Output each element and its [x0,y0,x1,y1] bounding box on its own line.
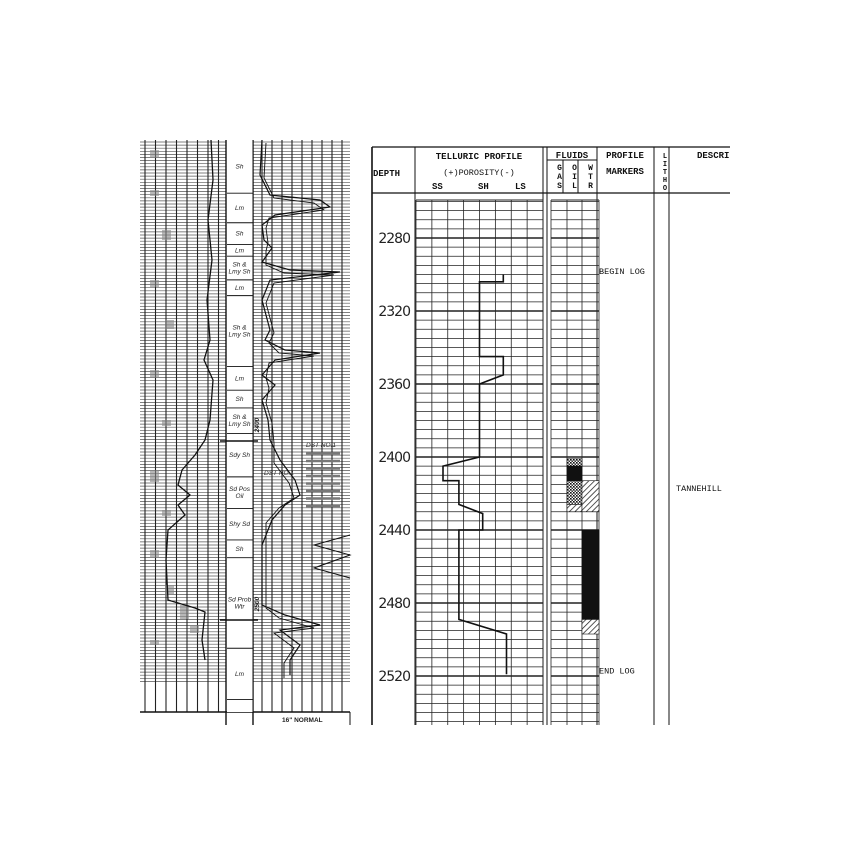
depth-tick-label: 2280 [378,231,410,247]
lithology-label: Sh [236,546,244,553]
header-oil: OIL [570,164,579,191]
header-telluric-title: TELLURIC PROFILE [436,152,523,162]
dst-annotation: DST NO.1 [306,442,336,449]
log-footer-label: 16" NORMAL [282,717,323,724]
header-wtr: WTR [586,164,595,191]
lithology-label: Lm [235,375,245,382]
log-shading-block [150,370,159,378]
log-shading-block [162,230,171,240]
oil-interval-solid [566,465,583,482]
log-shading-block [162,510,171,516]
header-ss: SS [432,182,443,192]
lithology-label: Sh [236,164,244,171]
log-shading-block [190,625,199,633]
depth-tick-label: 2400 [378,450,410,466]
header-profile: PROFILE [606,151,644,161]
lithology-label: Sh &Lmy Sh [228,262,250,276]
lithology-label: Lm [235,247,245,254]
oil-interval-hatch [566,504,583,513]
lithology-label: Sh &Lmy Sh [228,325,250,339]
depth-mark: 2500 [254,596,261,612]
log-shading-block [162,420,171,426]
log-shading-block [165,585,174,595]
profile-marker-label: BEGIN LOG [599,267,645,277]
normal-curve [263,142,335,678]
oil-interval-crosshatch [566,458,583,467]
log-shading-block [150,190,159,196]
log-shading-block [180,605,189,619]
log-shading-block [150,280,159,287]
dst-annotation-2: DST NO.1 [264,470,294,477]
header-description: DESCRI [697,151,729,161]
lithology-label: Shy Sd [229,521,250,528]
log-shading-block [150,550,159,558]
lithology-label: Lm [235,671,245,678]
header-fluids: FLUIDS [556,151,589,161]
sp-curve [165,139,214,661]
header-gas: GAS [555,164,564,191]
lithology-label: Lm [235,285,245,292]
header-litho: LITHO [661,153,669,193]
telluric-profile-line [442,274,508,675]
formation-label: TANNEHILL [676,484,722,494]
lithology-label: Sdy Sh [229,452,250,459]
column-header: DEPTH TELLURIC PROFILE (+)POROSITY(-) SS… [373,151,729,192]
depth-mark: 2400 [254,417,261,433]
depth-tick-label: 2480 [378,596,410,612]
wtr-interval-hatch [581,619,600,635]
long-normal-curve [312,534,352,579]
wtr-interval-solid [581,529,600,620]
depth-tick-label: 2440 [378,523,410,539]
depth-tick-label: 2320 [378,304,410,320]
lithology-label: Sh [236,231,244,238]
wtr-interval-hatch [581,480,600,513]
depth-tick-label: 2520 [378,669,410,685]
header-depth: DEPTH [373,169,400,179]
lithology-label: Sh [236,396,244,403]
lithology-label: Lm [235,205,245,212]
oil-interval-crosshatch [566,480,583,505]
log-shading-block [150,640,159,645]
lithology-label: Sh &Lmy Sh [228,414,250,428]
log-shading-block [150,470,159,482]
log-shading-block [165,320,174,329]
header-sh: SH [478,182,489,192]
header-porosity: (+)POROSITY(-) [443,168,514,178]
profile-marker-label: END LOG [599,667,635,677]
telluric-log-chart: 2280 2320 2360 2400 2440 2480 2520 BEGIN LOG END… [371,146,730,725]
header-markers: MARKERS [606,167,644,177]
header-ls: LS [515,182,526,192]
log-shading-block [150,150,159,158]
depth-tick-label: 2360 [378,377,410,393]
lithology-column [227,140,253,712]
